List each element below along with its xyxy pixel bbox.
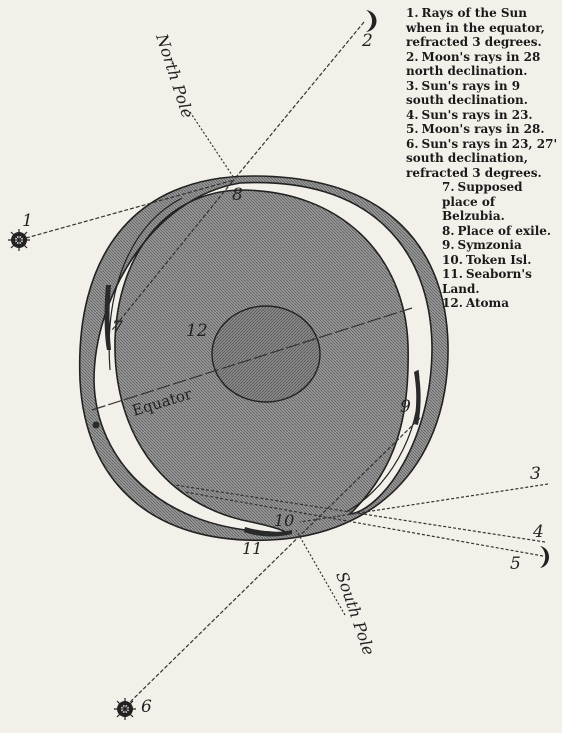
marker-6: 6 [141, 697, 152, 717]
north-axis [189, 111, 235, 179]
legend-item-2: 2.Moon's rays in 28 north declination. [406, 49, 541, 79]
ray-6 [125, 417, 421, 707]
sun-icon-bottom [114, 698, 136, 720]
ray-5 [184, 491, 544, 557]
sun-icon [8, 229, 30, 251]
marker-12: 12 [186, 321, 208, 341]
marker-4: 4 [532, 522, 544, 542]
legend-item-3: 3.Sun's rays in 9 south declination. [406, 78, 528, 108]
legend-item-5: 5.Moon's rays in 28. [406, 122, 545, 136]
legend-item-7: 7.Supposed place of Belzubia. [442, 180, 523, 223]
ray-4 [174, 484, 546, 543]
symzonia-patch [414, 370, 421, 425]
moon-icon [366, 10, 377, 32]
moon-icon-right [540, 546, 549, 568]
north-pole-label: North Pole [152, 30, 197, 120]
ray-2 [231, 21, 365, 183]
marker-8: 8 [232, 185, 243, 205]
marker-7: 7 [112, 318, 123, 338]
equator-speck [92, 421, 100, 429]
legend-item-12: 12.Atoma [442, 296, 510, 310]
marker-3: 3 [530, 464, 541, 484]
legend: 1.Rays of the Sun when in the equator, r… [406, 6, 560, 311]
marker-10: 10 [274, 511, 294, 530]
south-axis [295, 529, 346, 616]
legend-item-4: 4.Sun's rays in 23. [406, 107, 533, 122]
marker-5: 5 [510, 554, 521, 574]
marker-2: 2 [361, 31, 373, 51]
marker-11: 11 [242, 539, 262, 558]
legend-item-10: 10.Token Isl. [442, 252, 532, 267]
marker-1: 1 [22, 211, 33, 231]
ray-lines [25, 21, 549, 707]
south-pole-label: South Pole [332, 569, 378, 658]
ray-3 [299, 483, 549, 523]
legend-item-8: 8.Place of exile. [442, 223, 552, 238]
seaborn-notch [244, 527, 292, 537]
legend-item-9: 9.Symzonia [442, 238, 522, 252]
ray-2b [111, 181, 233, 331]
legend-item-1: 1.Rays of the Sun when in the equator, r… [406, 6, 545, 49]
legend-item-6: 6.Sun's rays in 23, 27' south declinatio… [406, 136, 558, 180]
belzubia-patch [104, 285, 111, 350]
marker-9: 9 [400, 397, 411, 417]
equator-line [91, 307, 413, 411]
legend-item-11: 11.Seaborn's Land. [442, 267, 532, 296]
